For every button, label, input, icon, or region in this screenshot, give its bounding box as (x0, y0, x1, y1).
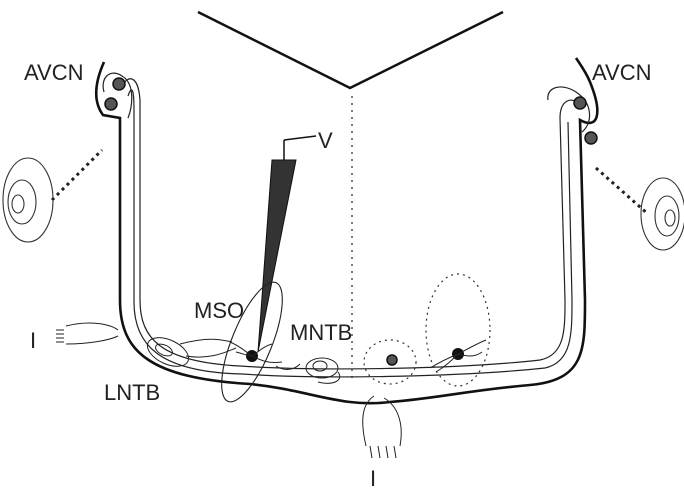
fiber-bottom-i (363, 396, 401, 458)
avcn-right-cell-2 (585, 132, 597, 144)
contralateral-mso-region (426, 274, 490, 386)
cochlea-right (641, 178, 684, 250)
fiber-left-i (56, 323, 118, 344)
avcn-left-cell-1 (113, 78, 125, 90)
cochlea-left (3, 158, 53, 242)
top-outline (198, 12, 503, 88)
avcn-right-cap (548, 87, 590, 132)
auditory-nerve-right (596, 168, 648, 214)
label-mso: MSO (194, 298, 244, 323)
label-lntb: LNTB (104, 380, 160, 405)
auditory-nerve-left (52, 150, 102, 200)
brainstem-outer-boundary (96, 58, 597, 403)
contralateral-mntb-cell (387, 355, 397, 365)
avcn-left-cell-2 (105, 98, 117, 110)
label-mntb: MNTB (290, 320, 352, 345)
mntb-neuron (276, 358, 340, 383)
label-avcn-right: AVCN (592, 60, 652, 85)
label-avcn-left: AVCN (24, 60, 84, 85)
label-i-left: I (30, 328, 36, 353)
label-v: V (318, 128, 333, 153)
label-i-bottom: I (370, 466, 376, 491)
electrode-lead (284, 136, 316, 140)
avcn-right-cell-1 (574, 97, 586, 109)
